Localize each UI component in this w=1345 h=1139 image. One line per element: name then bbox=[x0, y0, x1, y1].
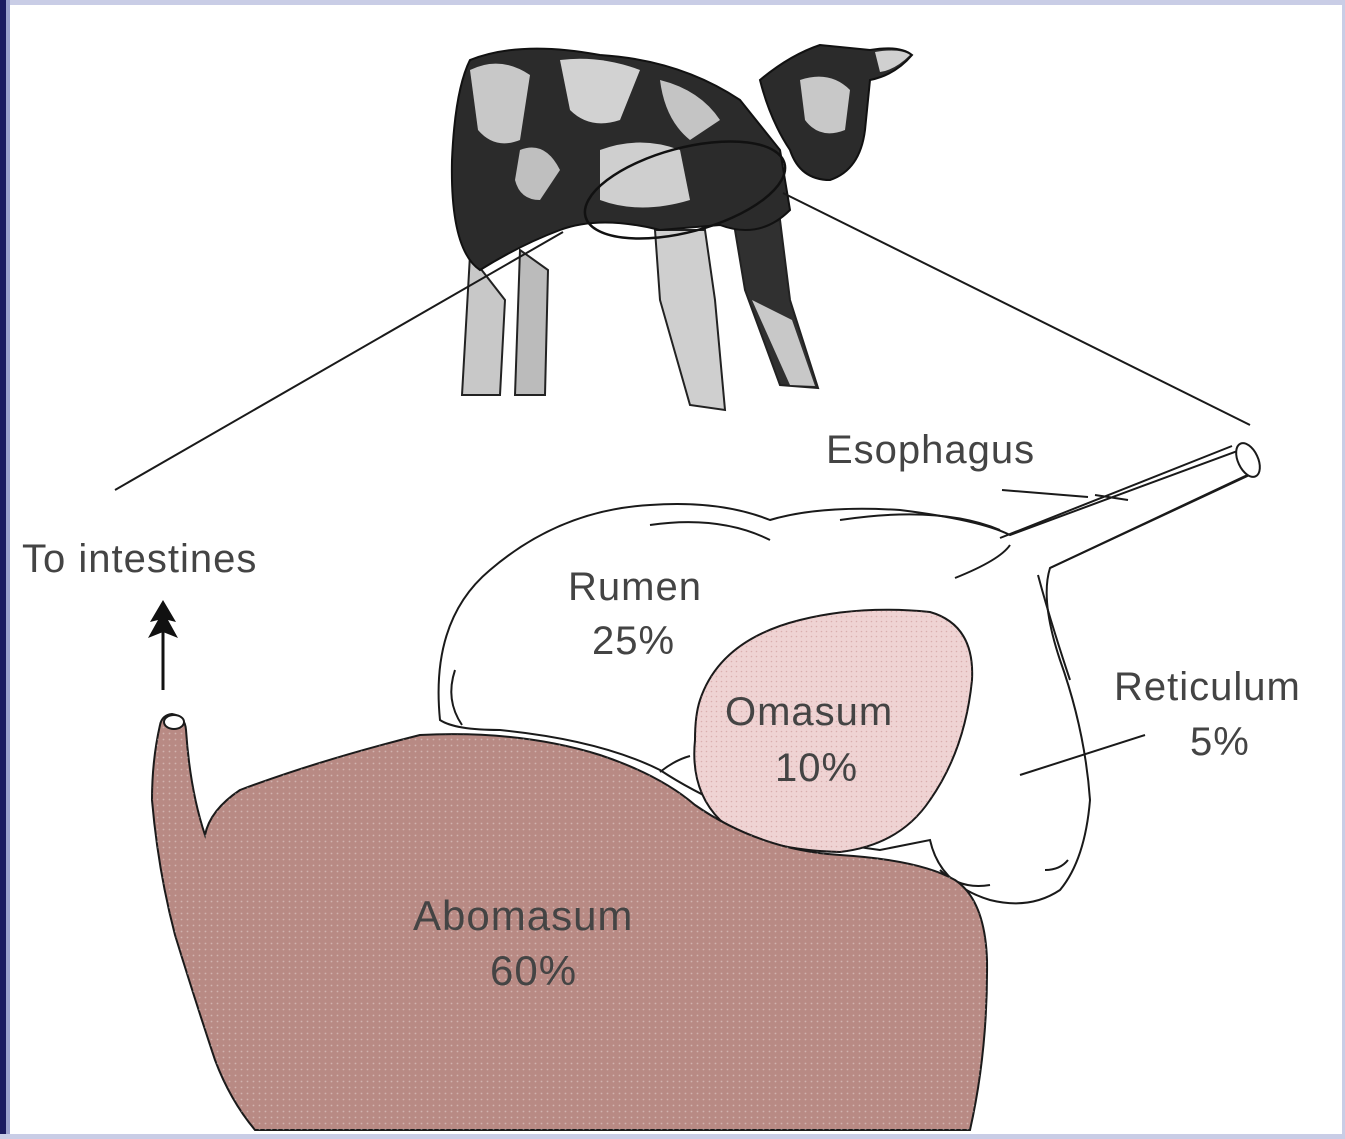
calf-leg-back-left bbox=[462, 255, 505, 395]
abomasum-percent: 60% bbox=[490, 947, 577, 994]
up-arrow-icon bbox=[148, 600, 178, 690]
abomasum-label: Abomasum bbox=[413, 892, 633, 939]
rumen-label: Rumen bbox=[568, 565, 702, 609]
esophagus-label: Esophagus bbox=[826, 428, 1035, 472]
omasum-percent: 10% bbox=[775, 746, 858, 790]
calf-leg-front-left bbox=[655, 230, 725, 410]
reticulum-label: Reticulum bbox=[1114, 665, 1301, 709]
reticulum-percent: 5% bbox=[1190, 720, 1250, 764]
rumen-percent: 25% bbox=[592, 619, 675, 663]
to-intestines-label: To intestines bbox=[22, 537, 257, 581]
omasum-label: Omasum bbox=[725, 690, 893, 734]
abomasum-opening bbox=[164, 715, 184, 729]
calf-leg-back-right bbox=[515, 250, 548, 395]
calf-illustration bbox=[452, 45, 912, 410]
zoom-line-right bbox=[783, 193, 1250, 425]
